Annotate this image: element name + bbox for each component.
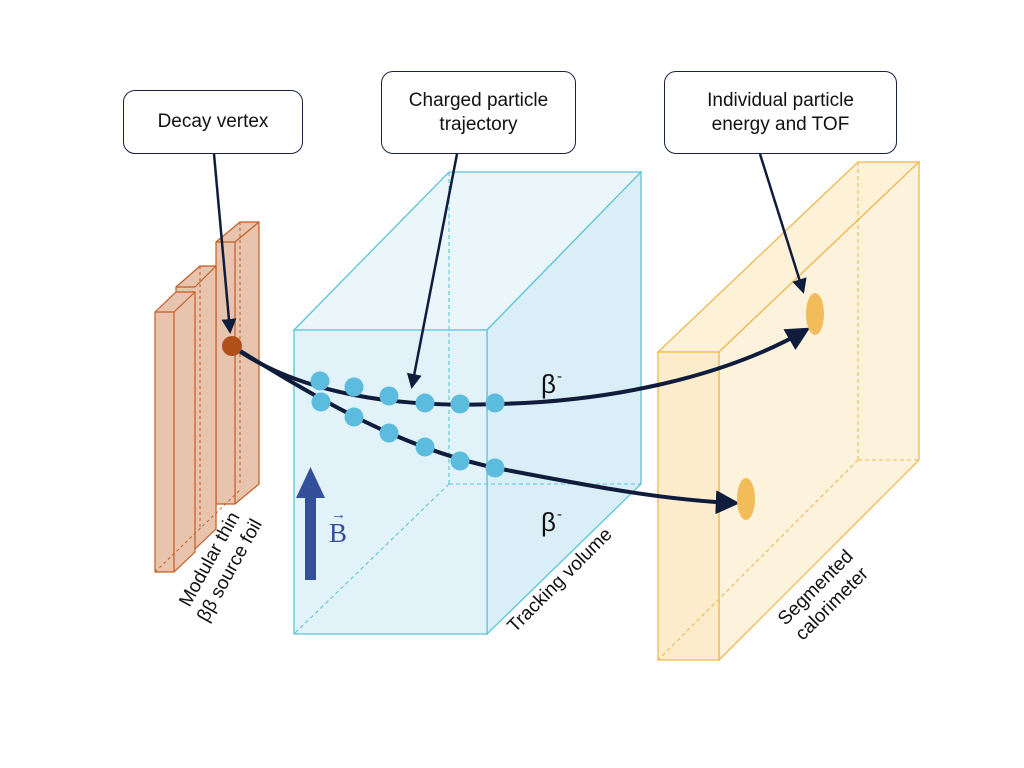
hit [450, 451, 470, 471]
segmented-calorimeter [656, 160, 921, 662]
callout-decay-vertex-text: Decay vertex [157, 111, 269, 132]
calorimeter-hit-lower [737, 478, 755, 520]
hit [450, 394, 470, 414]
hit [344, 407, 364, 427]
callout-calorimeter: Individual particle energy and TOF [664, 71, 897, 154]
tracker-hits-upper [310, 371, 505, 414]
hit [311, 392, 331, 412]
beta-symbol: β [541, 369, 556, 399]
callout-decay-vertex: Decay vertex [123, 90, 303, 154]
callout-calorimeter-line1: Individual particle [707, 89, 854, 111]
beta-label-upper: β- [541, 362, 562, 399]
decay-vertex-dot [222, 336, 242, 356]
beta-charge: - [556, 506, 562, 523]
hit [379, 386, 399, 406]
beta-symbol: β [541, 507, 556, 537]
beta-label-lower: β- [541, 500, 562, 537]
callout-calorimeter-line2: energy and TOF [711, 113, 850, 135]
field-symbol: B [329, 518, 348, 548]
beta-charge: - [556, 368, 562, 385]
hit [415, 437, 435, 457]
calorimeter-hit-upper [806, 293, 824, 335]
hit [344, 377, 364, 397]
pointer-calorimeter [758, 153, 807, 294]
pointer-trajectory [406, 153, 459, 389]
field-vector-arrow: → [331, 507, 346, 523]
field-label: → B [327, 508, 355, 552]
callout-trajectory-line1: Charged particle [408, 89, 549, 111]
hit [485, 393, 505, 413]
hit [310, 371, 330, 391]
hit [379, 423, 399, 443]
callout-trajectory-line2: trajectory [439, 113, 518, 135]
magnetic-field-arrow-icon [296, 467, 325, 580]
pointer-decay-vertex [212, 153, 237, 334]
callout-trajectory: Charged particle trajectory [381, 71, 576, 154]
hit [485, 458, 505, 478]
tracker-hits-lower [311, 392, 505, 478]
hit [415, 393, 435, 413]
